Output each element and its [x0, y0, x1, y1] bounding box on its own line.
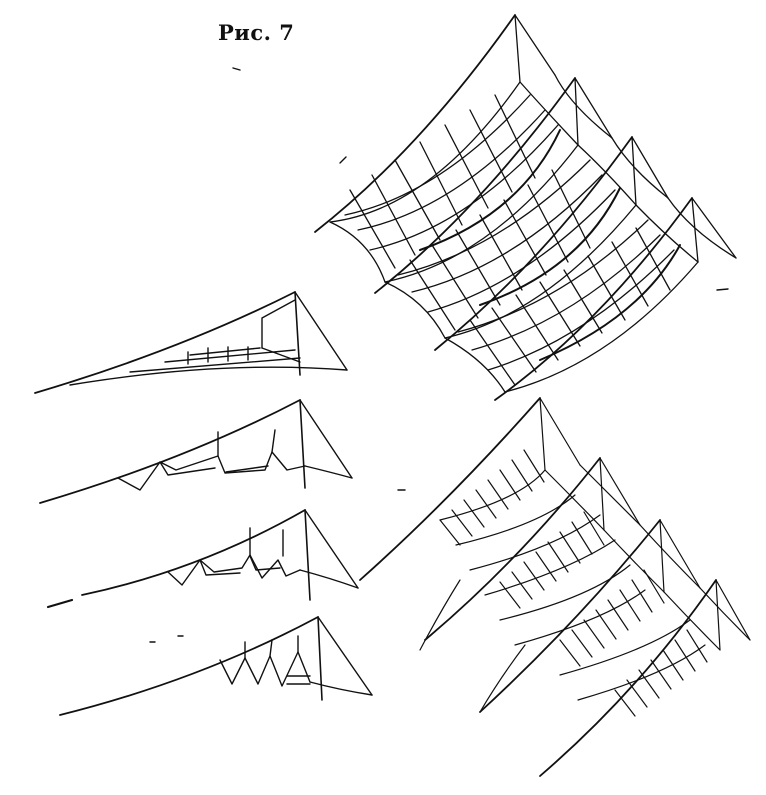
mesh-tent-grid	[314, 14, 737, 401]
side-view-2	[39, 399, 353, 504]
figure-caption: Рис. 7	[218, 20, 295, 45]
stray-marks	[149, 67, 729, 643]
mesh-tent-ribbed	[359, 397, 751, 777]
side-view-4	[59, 616, 373, 716]
side-view-1	[34, 291, 348, 394]
side-view-3	[46, 509, 359, 609]
